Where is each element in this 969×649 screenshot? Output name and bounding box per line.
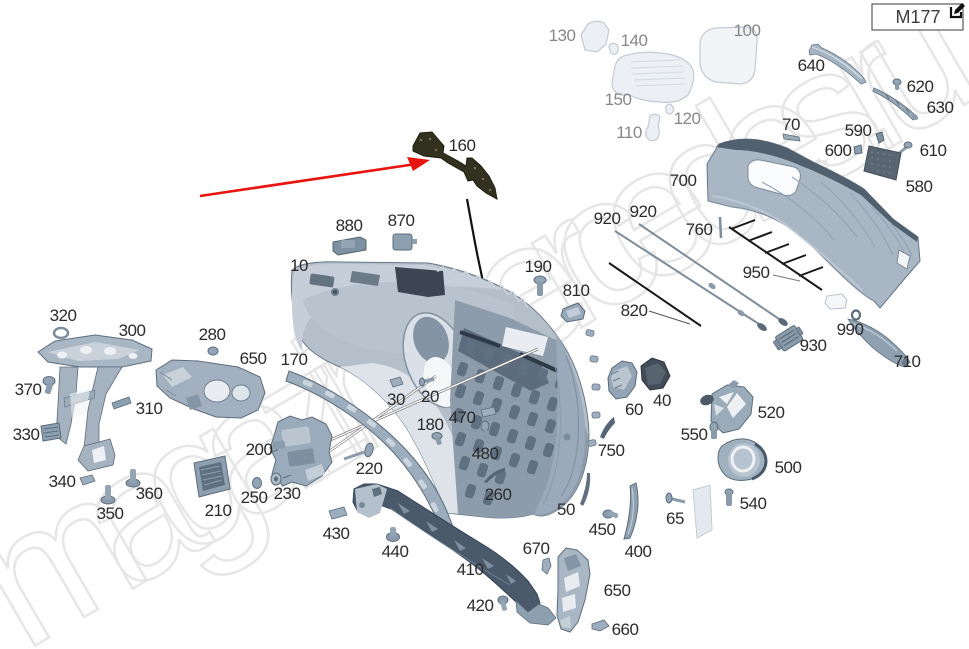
svg-text:810: 810 <box>563 281 590 300</box>
svg-text:340: 340 <box>49 472 76 491</box>
svg-text:M177: M177 <box>895 7 940 27</box>
svg-text:880: 880 <box>336 216 363 235</box>
svg-text:710: 710 <box>894 352 921 371</box>
svg-text:520: 520 <box>758 403 785 422</box>
svg-text:650: 650 <box>240 349 267 368</box>
svg-text:610: 610 <box>920 141 947 160</box>
svg-text:70: 70 <box>782 115 800 134</box>
svg-text:400: 400 <box>625 542 652 561</box>
svg-text:700: 700 <box>670 171 697 190</box>
svg-text:550: 550 <box>681 425 708 444</box>
svg-text:140: 140 <box>621 31 648 50</box>
svg-text:320: 320 <box>50 306 77 325</box>
svg-text:500: 500 <box>775 458 802 477</box>
svg-text:620: 620 <box>907 77 934 96</box>
svg-text:250: 250 <box>241 488 268 507</box>
svg-text:160: 160 <box>449 136 476 155</box>
svg-text:750: 750 <box>598 441 625 460</box>
svg-text:350: 350 <box>97 504 124 523</box>
svg-text:360: 360 <box>136 484 163 503</box>
svg-text:130: 130 <box>549 26 576 45</box>
svg-text:65: 65 <box>666 509 684 528</box>
svg-text:120: 120 <box>674 109 701 128</box>
svg-text:60: 60 <box>625 400 643 419</box>
svg-text:40: 40 <box>653 391 671 410</box>
svg-text:420: 420 <box>467 596 494 615</box>
svg-text:220: 220 <box>356 459 383 478</box>
svg-text:280: 280 <box>199 325 226 344</box>
svg-text:760: 760 <box>686 220 713 239</box>
svg-text:170: 170 <box>281 350 308 369</box>
svg-text:480: 480 <box>472 444 499 463</box>
svg-text:640: 640 <box>798 56 825 75</box>
svg-text:450: 450 <box>589 520 616 539</box>
svg-text:580: 580 <box>906 177 933 196</box>
svg-text:20: 20 <box>421 387 439 406</box>
svg-text:150: 150 <box>605 90 632 109</box>
svg-text:590: 590 <box>845 121 872 140</box>
svg-text:430: 430 <box>323 524 350 543</box>
svg-text:410: 410 <box>457 560 484 579</box>
svg-text:920: 920 <box>630 202 657 221</box>
svg-text:10: 10 <box>290 256 308 275</box>
svg-text:100: 100 <box>734 21 761 40</box>
svg-text:310: 310 <box>136 399 163 418</box>
svg-text:230: 230 <box>274 484 301 503</box>
svg-text:920: 920 <box>594 209 621 228</box>
svg-text:330: 330 <box>13 425 40 444</box>
svg-text:870: 870 <box>388 211 415 230</box>
svg-text:670: 670 <box>523 539 550 558</box>
svg-text:950: 950 <box>743 263 770 282</box>
svg-text:650: 650 <box>604 581 631 600</box>
svg-text:990: 990 <box>837 320 864 339</box>
svg-text:180: 180 <box>417 415 444 434</box>
svg-text:50: 50 <box>557 500 575 519</box>
svg-text:440: 440 <box>382 542 409 561</box>
svg-text:200: 200 <box>246 440 273 459</box>
svg-text:930: 930 <box>800 336 827 355</box>
svg-text:190: 190 <box>525 257 552 276</box>
svg-text:630: 630 <box>927 98 954 117</box>
svg-text:600: 600 <box>825 141 852 160</box>
svg-text:470: 470 <box>449 408 476 427</box>
svg-text:300: 300 <box>119 321 146 340</box>
svg-text:660: 660 <box>612 620 639 639</box>
svg-text:540: 540 <box>740 494 767 513</box>
svg-text:30: 30 <box>387 390 405 409</box>
svg-text:110: 110 <box>616 123 642 142</box>
svg-text:210: 210 <box>205 501 232 520</box>
svg-text:820: 820 <box>621 301 648 320</box>
svg-text:370: 370 <box>15 380 42 399</box>
svg-text:260: 260 <box>485 485 512 504</box>
